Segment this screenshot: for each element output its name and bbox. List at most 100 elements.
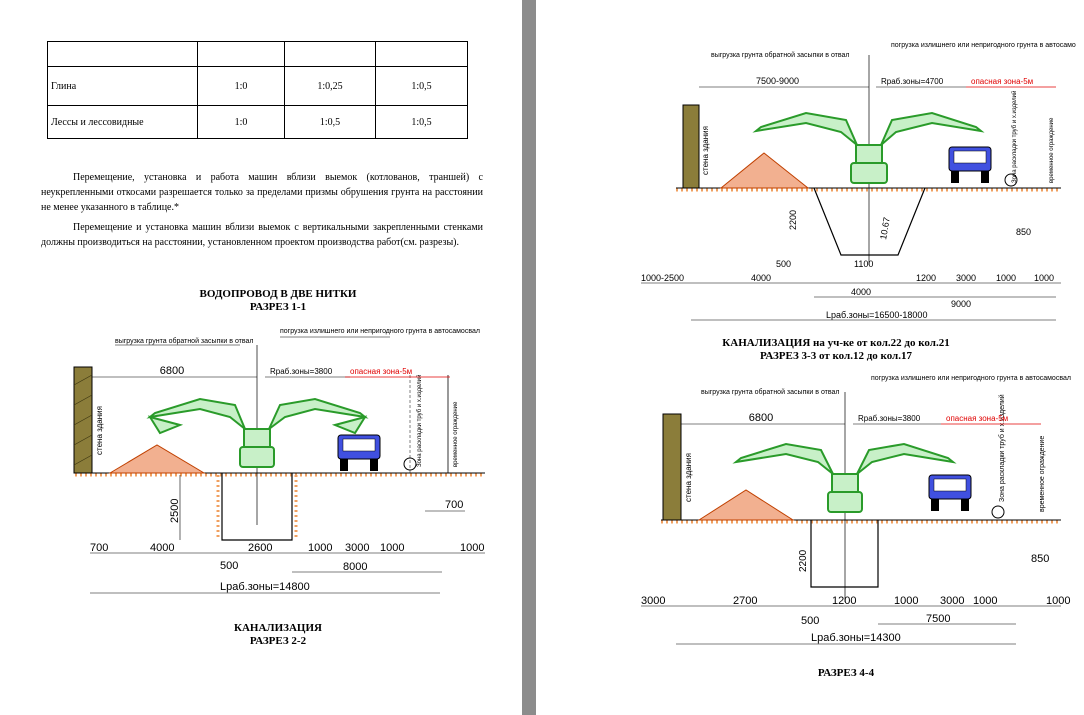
heading-water-pipe: ВОДОПРОВОД В ДВЕ НИТКИ РАЗРЕЗ 1-1 <box>199 288 357 313</box>
dim-r-work: Rраб.зоны=3800 <box>858 414 921 423</box>
dim-depth: 2200 <box>798 549 809 572</box>
document-page-right: стена здания Зона раскладки труб и х.изд… <box>536 0 1084 715</box>
pipe-icon <box>991 505 1005 519</box>
table-cell: 1:0,25 <box>284 66 376 106</box>
section-1-1-drawing: стена здания Зона раскладки труб и х.изд… <box>73 328 485 594</box>
table-row: Глина 1:0 1:0,25 1:0,5 <box>47 66 468 106</box>
dim-bottom-2: 1200 <box>832 595 856 607</box>
dim-top: 6800 <box>749 412 773 424</box>
dim-bottom-1: 4000 <box>150 542 174 554</box>
section-4-4-drawing: стена здания Зона раскладки труб и х.изд… <box>641 375 1071 645</box>
dim-top: 6800 <box>160 365 184 377</box>
dim-bottom-5: 1000 <box>380 542 404 554</box>
spoil-pile <box>108 444 206 474</box>
dim-bottom-3: 1000 <box>894 595 918 607</box>
danger-zone-label: опасная зона-5м <box>350 367 412 376</box>
page-gutter <box>522 0 536 715</box>
dim-bottom-3: 1000 <box>308 542 332 554</box>
table-row: Лессы и лессовидные 1:0 1:0,5 1:0,5 <box>47 105 468 139</box>
dump-truck-label: погрузка излишнего или непригодного грун… <box>871 375 1071 382</box>
dim-b2-0: 4000 <box>851 287 871 297</box>
building-wall-label: стена здания <box>701 126 710 175</box>
dim-b1-4: 3000 <box>956 273 976 283</box>
dim-bottom-1: 2700 <box>733 595 757 607</box>
table-cell: 1:0 <box>197 66 285 106</box>
pipe-icon <box>403 457 417 471</box>
dump-truck-label: погрузка излишнего или непригодного грун… <box>280 328 480 335</box>
spoil-pile <box>719 152 810 189</box>
pipe-zone-label: Зона раскладки труб и х.изделий <box>416 375 423 467</box>
fence-label: временное ограждение <box>1049 117 1055 183</box>
trench-outline <box>221 473 293 541</box>
table-cell: 1:0,5 <box>375 66 468 106</box>
dim-l-work: Lраб.зоны=14800 <box>220 581 310 593</box>
dim-top: 7500-9000 <box>756 76 799 86</box>
dim-b1-0: 1000-2500 <box>641 273 684 283</box>
bottom-dimensions: 1000-2500 4000 1100 1200 3000 1000 1000 <box>641 259 1054 283</box>
dump-truck <box>337 434 381 471</box>
dim-small: 500 <box>801 615 819 627</box>
document-page-left: Глина 1:0 1:0,25 1:0,5 Лессы и лессовидн… <box>0 0 522 715</box>
fence-label: временное ограждение <box>453 401 459 467</box>
dump-truck <box>928 474 972 511</box>
dim-b1-5: 1000 <box>996 273 1016 283</box>
dim-bottom-5: 1000 <box>973 595 997 607</box>
excavator <box>752 111 985 184</box>
pipe-zone-label: Зона раскладки труб и х.изделий <box>1011 91 1018 183</box>
section-3-3-drawing: стена здания Зона раскладки труб и х.изд… <box>641 42 1076 321</box>
dim-side: 850 <box>1031 553 1049 565</box>
dim-b1-1: 4000 <box>751 273 771 283</box>
dim-width-right: 8000 <box>343 561 367 573</box>
dim-b1-6: 1000 <box>1034 273 1054 283</box>
dim-r-work: Rраб.зоны=3800 <box>270 367 333 376</box>
dim-bottom-4: 3000 <box>940 595 964 607</box>
dim-depth: 2200 <box>788 210 798 230</box>
bottom-dimensions: 3000 2700 1200 1000 3000 1000 1000 <box>641 595 1070 607</box>
dump-back-label: выгрузка грунта обратной засыпки в отвал <box>711 51 850 59</box>
dim-bottom-0: 3000 <box>641 595 665 607</box>
spoil-pile <box>697 489 795 521</box>
dim-r-work: Rраб.зоны=4700 <box>881 77 944 86</box>
dump-back-label: выгрузка грунта обратной засыпки в отвал <box>701 388 840 396</box>
dim-l-work: Lраб.зоны=14300 <box>811 632 901 644</box>
excavator <box>732 442 957 513</box>
dim-b1-2: 1100 <box>854 259 873 269</box>
excavator <box>146 397 369 468</box>
dim-bottom-6: 1000 <box>1046 595 1070 607</box>
dim-slope: 10.67 <box>878 216 892 240</box>
dim-bottom-0: 700 <box>90 542 108 554</box>
pipe-zone-label: Зона раскладки труб и х.изделий <box>998 394 1006 502</box>
building-wall-label: стена здания <box>684 453 693 502</box>
bottom-dimensions: 700 4000 2600 1000 3000 1000 1000 <box>90 542 484 554</box>
dim-side: 700 <box>445 499 463 511</box>
danger-zone-label: опасная зона-5м <box>946 414 1008 423</box>
dim-bottom-2: 2600 <box>248 542 272 554</box>
dim-l-work: Lраб.зоны=16500-18000 <box>826 310 927 320</box>
paragraph-supported-walls: Перемещение и установка машин вблизи вые… <box>41 222 483 248</box>
dim-width-right: 7500 <box>926 613 950 625</box>
dump-truck-label: погрузка излишнего или непригодного грун… <box>891 42 1076 49</box>
fence-label: временное ограждение <box>1039 436 1046 512</box>
pipe-icon <box>1004 173 1018 187</box>
danger-zone-label: опасная зона-5м <box>971 77 1033 86</box>
table-cell: 1:0,5 <box>375 105 468 139</box>
table-cell-soil: Лессы и лессовидные <box>47 105 198 139</box>
table-cell: 1:0,5 <box>284 105 376 139</box>
slope-table: Глина 1:0 1:0,25 1:0,5 Лессы и лессовидн… <box>47 41 468 139</box>
dim-depth: 2500 <box>169 499 181 523</box>
table-cell-soil: Глина <box>47 66 198 106</box>
trench-outline <box>813 187 926 256</box>
dim-small: 500 <box>776 259 791 269</box>
building-wall-label: стена здания <box>95 406 104 455</box>
dim-bottom-4: 3000 <box>345 542 369 554</box>
dump-truck <box>948 146 992 183</box>
dump-back-label: выгрузка грунта обратной засыпки в отвал <box>115 337 254 345</box>
trench-outline <box>810 520 879 588</box>
dim-small: 500 <box>220 560 238 572</box>
table-cell: 1:0 <box>197 105 285 139</box>
dim-b1-3: 1200 <box>916 273 936 283</box>
dim-bottom-6: 1000 <box>460 542 484 554</box>
heading-sewer-3-3: КАНАЛИЗАЦИЯ на уч-ке от кол.22 до кол.21… <box>722 337 950 362</box>
heading-section-4-4: РАЗРЕЗ 4-4 <box>817 667 875 679</box>
table-row <box>47 41 468 67</box>
